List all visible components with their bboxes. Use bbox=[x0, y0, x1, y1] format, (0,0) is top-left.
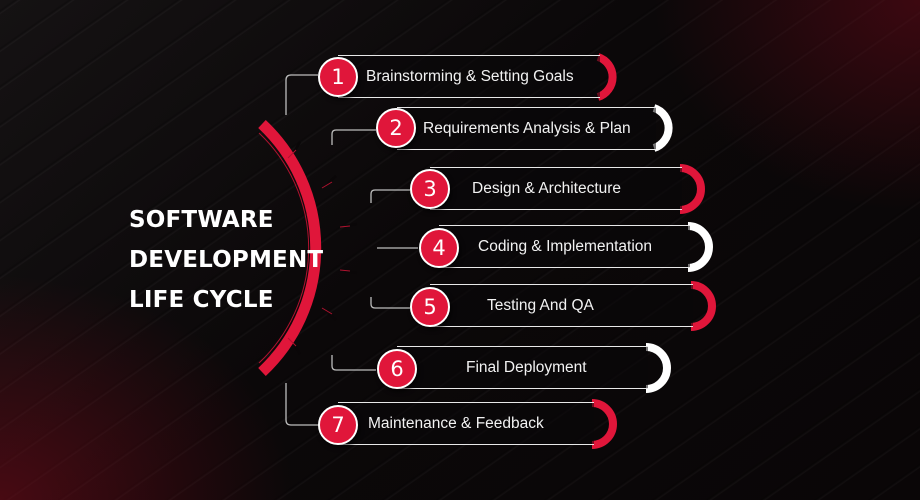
step-3-number-badge: 3 bbox=[410, 169, 450, 209]
step-1-label: Brainstorming & Setting Goals bbox=[366, 67, 574, 85]
connector-lines bbox=[285, 74, 418, 426]
step-3-pill: Design & Architecture bbox=[430, 167, 682, 210]
step-2-number-badge: 2 bbox=[376, 108, 416, 148]
step-5-number-badge: 5 bbox=[410, 287, 450, 327]
step-5-pill: Testing And QA bbox=[430, 284, 693, 327]
title-line-1: SOFTWARE bbox=[129, 207, 274, 233]
step-2-pill: Requirements Analysis & Plan bbox=[397, 107, 656, 150]
step-7-number-badge: 7 bbox=[318, 405, 358, 445]
step-6-pill: Final Deployment bbox=[397, 346, 648, 389]
step-6-number-badge: 6 bbox=[377, 349, 417, 389]
step-3-label: Design & Architecture bbox=[472, 179, 622, 197]
pill-end-caps bbox=[591, 53, 716, 449]
page-title: SOFTWARE DEVELOPMENT LIFE CYCLE bbox=[129, 200, 323, 320]
title-line-3: LIFE CYCLE bbox=[129, 287, 274, 313]
step-5-label: Testing And QA bbox=[487, 296, 594, 314]
title-line-2: DEVELOPMENT bbox=[129, 247, 324, 273]
step-6-label: Final Deployment bbox=[466, 358, 587, 376]
step-4-number-badge: 4 bbox=[419, 228, 459, 268]
step-4-label: Coding & Implementation bbox=[478, 237, 653, 255]
step-7-label: Maintenance & Feedback bbox=[368, 414, 544, 432]
step-4-pill: Coding & Implementation bbox=[439, 225, 690, 268]
cycle-arc bbox=[258, 119, 358, 377]
step-7-pill: Maintenance & Feedback bbox=[338, 402, 594, 445]
step-2-label: Requirements Analysis & Plan bbox=[423, 119, 631, 137]
step-1-number-badge: 1 bbox=[318, 57, 358, 97]
step-1-pill: Brainstorming & Setting Goals bbox=[338, 55, 600, 98]
